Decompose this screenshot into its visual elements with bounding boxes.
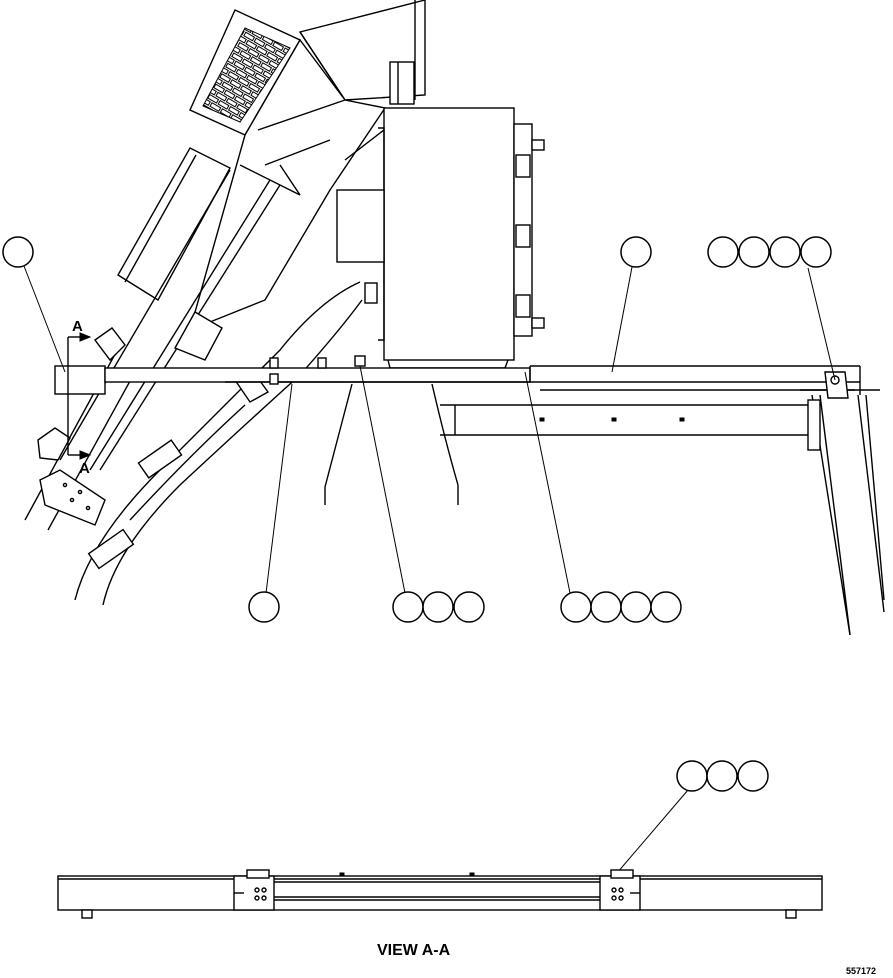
callout-balloon: [453, 591, 485, 623]
callout-balloons: [2, 236, 832, 792]
callout-balloon: [2, 236, 34, 268]
callout-leaders: [23, 265, 836, 874]
callout-balloon: [800, 236, 832, 268]
section-marker-top: A: [72, 318, 83, 335]
callout-balloon: [676, 760, 708, 792]
callout-balloon: [620, 236, 652, 268]
main-frame-rail: [54, 355, 861, 505]
section-marker: A A: [67, 318, 92, 477]
callout-balloon: [706, 760, 738, 792]
control-cabinet: [336, 107, 545, 369]
callout-balloon: [422, 591, 454, 623]
side-rods: [800, 371, 885, 636]
view-aa-frame: [57, 869, 823, 919]
callout-balloon: [560, 591, 592, 623]
callout-balloon: [737, 760, 769, 792]
callout-balloon: [769, 236, 801, 268]
callout-balloon: [590, 591, 622, 623]
callout-balloon: [650, 591, 682, 623]
view-title: VIEW A-A: [377, 942, 451, 959]
callout-balloon: [620, 591, 652, 623]
drawing-number: 557172: [846, 966, 876, 976]
callout-balloon: [707, 236, 739, 268]
callout-balloon: [738, 236, 770, 268]
section-marker-bottom: A: [79, 460, 90, 477]
callout-balloon: [392, 591, 424, 623]
callout-balloon: [248, 591, 280, 623]
inclined-housing: [24, 0, 426, 606]
